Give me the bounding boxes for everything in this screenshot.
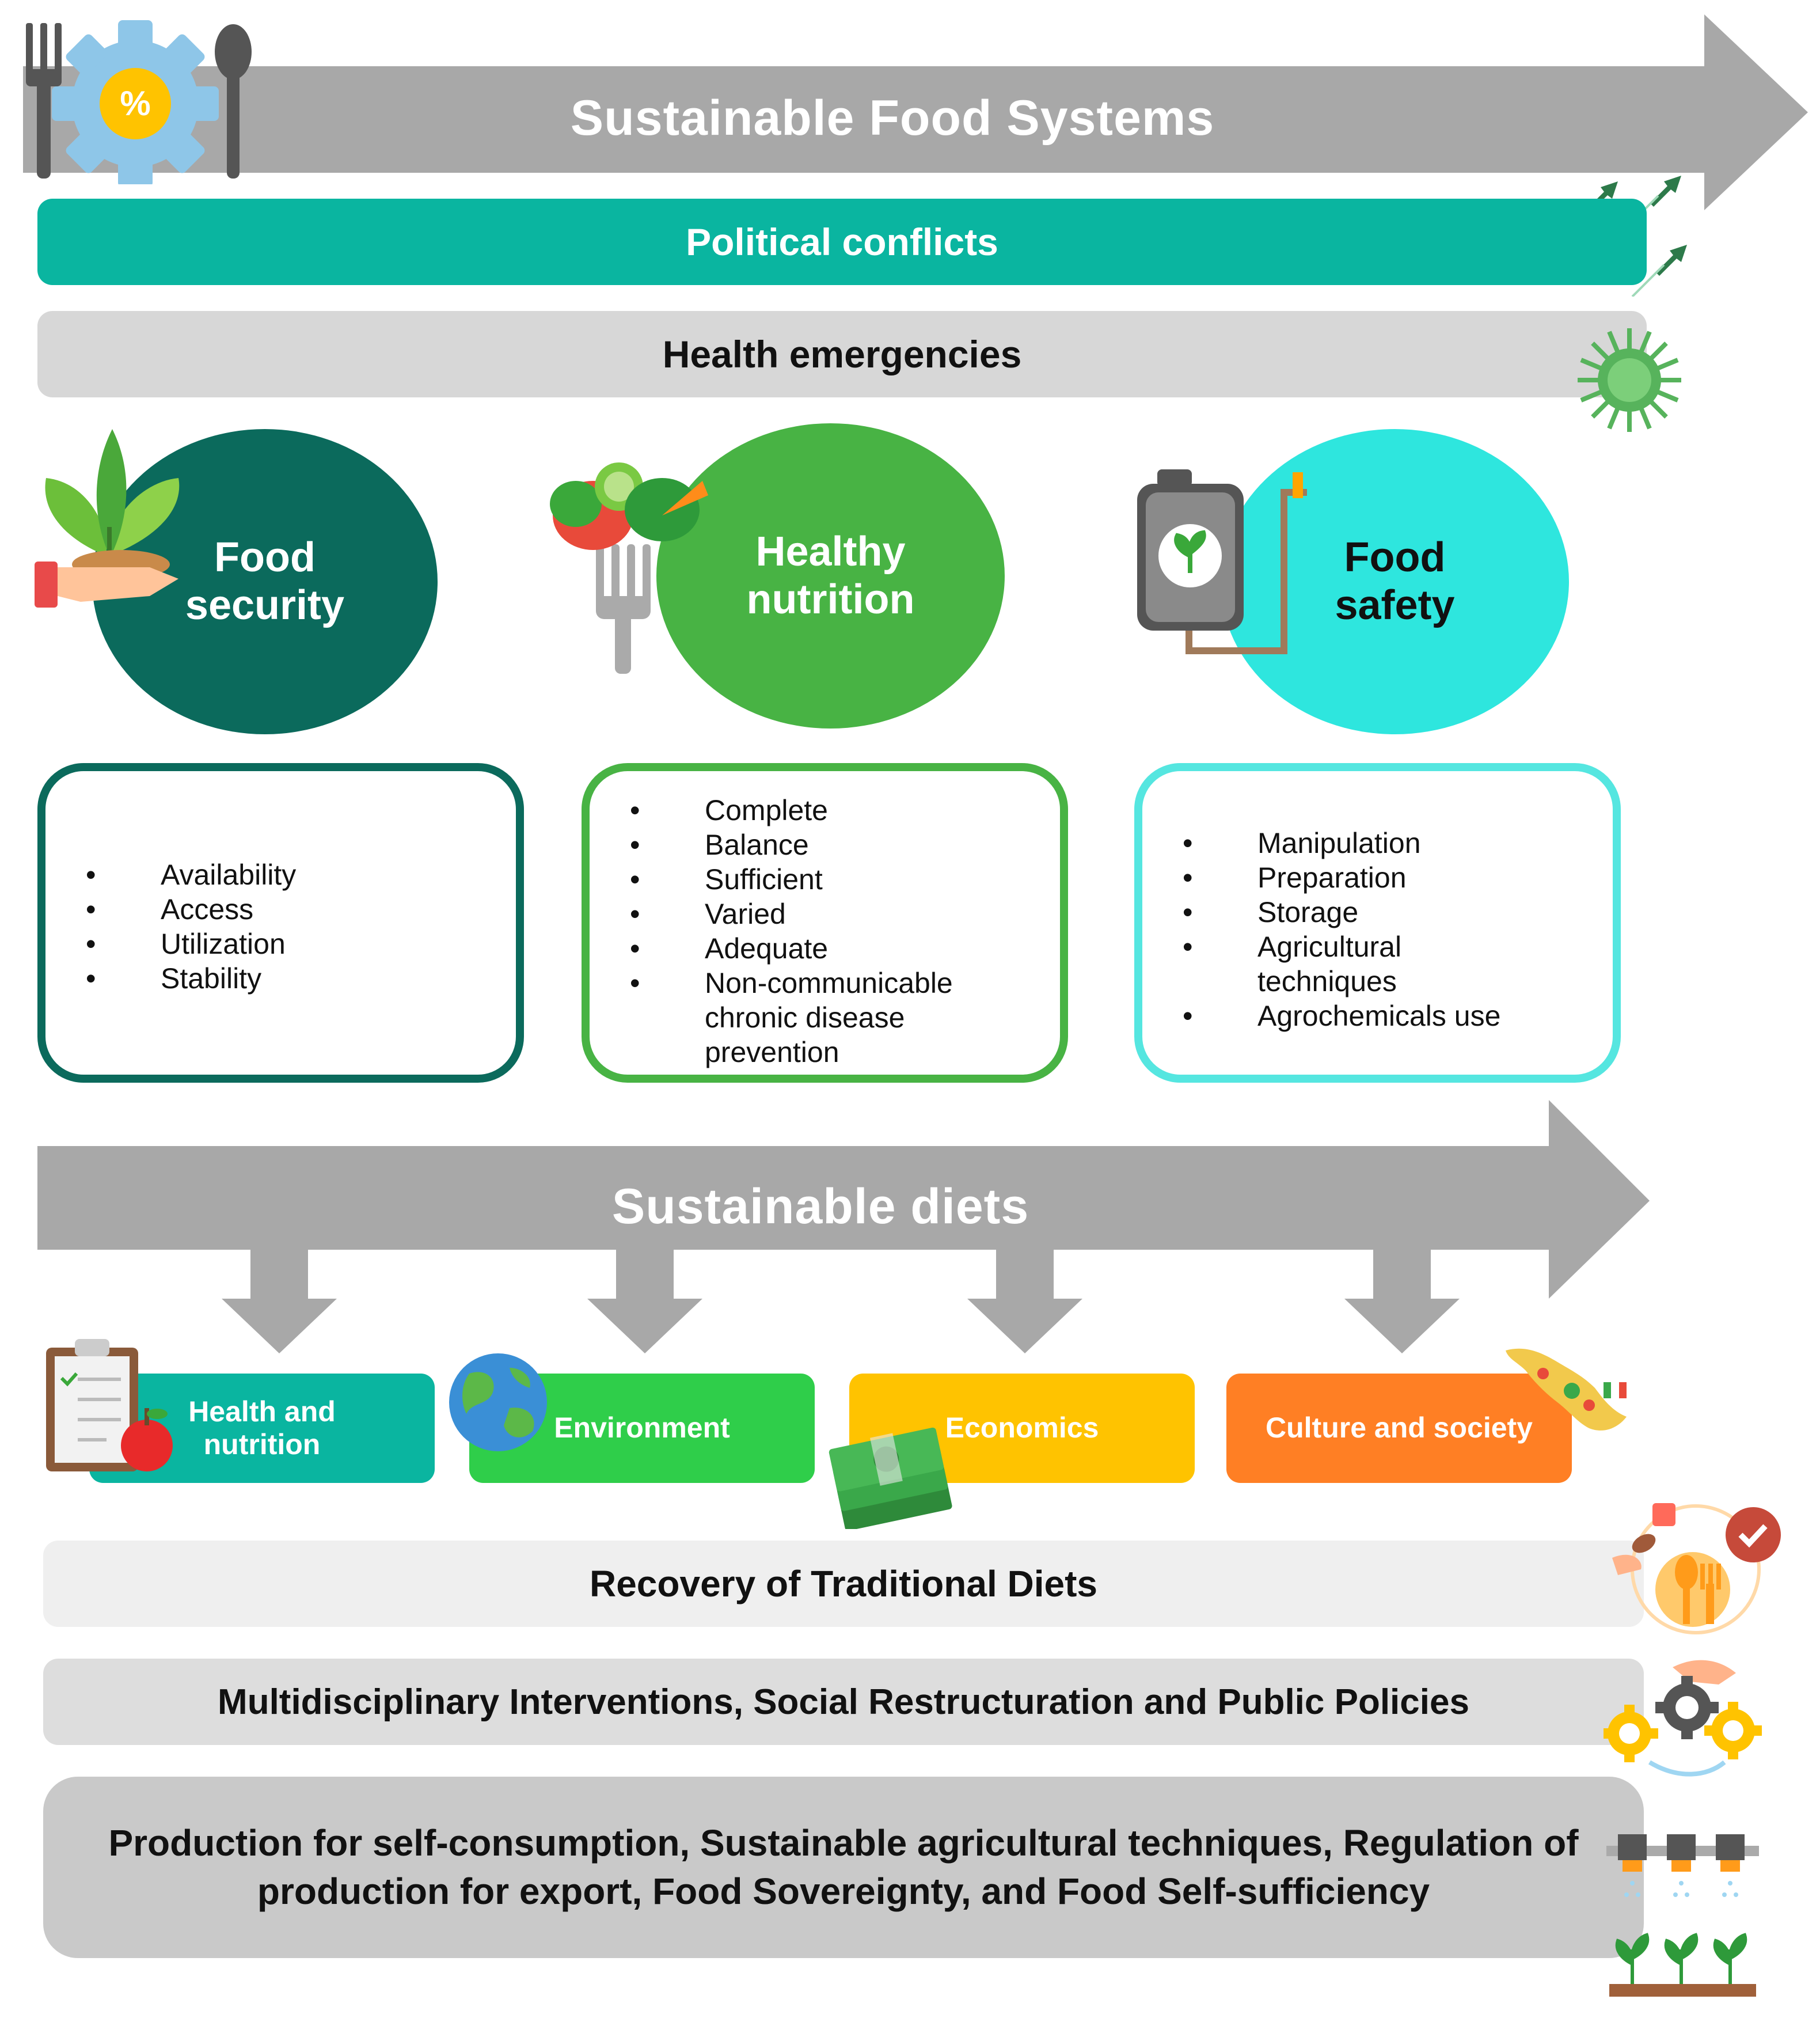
globe-icon — [449, 1353, 547, 1451]
fork-vegetables-icon — [550, 462, 708, 674]
list-item: Agricultural techniques — [1183, 930, 1488, 999]
list-item: Sufficient — [630, 862, 1044, 897]
healthy-nutrition-circle: Healthy nutrition — [656, 423, 1005, 729]
healthy-nutrition-title-line1: Healthy — [755, 529, 906, 575]
health-and-nutrition-line2: nutrition — [203, 1428, 321, 1460]
production-band: Production for self-consumption, Sustain… — [43, 1777, 1644, 1958]
svg-text:%: % — [120, 84, 150, 123]
clipboard-apple-icon — [46, 1339, 173, 1471]
plant-hand-icon — [35, 429, 180, 608]
health-and-nutrition-line1: Health and — [188, 1395, 336, 1428]
economics-label: Economics — [945, 1412, 1099, 1444]
feedback-cycle-icon — [1612, 1503, 1781, 1634]
food-security-box: Availability Access Utilization Stabilit… — [37, 763, 524, 1083]
list-item: Adequate — [630, 931, 1044, 966]
top-arrow — [23, 14, 1808, 210]
healthy-nutrition-box: Complete Balance Sufficient Varied Adequ… — [582, 763, 1068, 1083]
food-safety-box: Manipulation Preparation Storage Agricul… — [1134, 763, 1621, 1083]
fork-icon — [26, 23, 62, 179]
sustainable-diets-arrow — [37, 1100, 1650, 1353]
list-item: Manipulation — [1183, 826, 1597, 860]
production-line2: production for export, Food Sovereignty,… — [257, 1870, 1430, 1912]
list-item: Utilization — [86, 927, 489, 961]
healthy-nutrition-title-line2: nutrition — [746, 576, 915, 623]
production-line1: Production for self-consumption, Sustain… — [108, 1822, 1579, 1864]
list-item: Varied — [630, 897, 1044, 931]
gear-percent-icon: % — [26, 20, 252, 184]
list-item: Storage — [1183, 895, 1597, 930]
food-security-title-line2: security — [185, 582, 345, 628]
list-item: Balance — [630, 828, 1044, 862]
multidisciplinary-interventions-band: Multidisciplinary Interventions, Social … — [43, 1659, 1644, 1745]
list-item: Preparation — [1183, 860, 1597, 895]
irrigation-icon — [1606, 1834, 1759, 1997]
map-icon — [1506, 1348, 1627, 1431]
list-item: Complete — [630, 793, 1044, 828]
list-item: Non-communicable chronic disease prevent… — [630, 966, 975, 1069]
food-safety-circle: Food safety — [1221, 429, 1569, 734]
gears-hand-icon — [1604, 1660, 1762, 1777]
spoon-icon — [215, 24, 252, 179]
recovery-traditional-diets-band: Recovery of Traditional Diets — [43, 1541, 1644, 1627]
list-item: Access — [86, 892, 489, 927]
food-security-list: Availability Access Utilization Stabilit… — [86, 858, 489, 996]
list-item: Stability — [86, 961, 489, 996]
sustainable-diets-title: Sustainable diets — [611, 1178, 1029, 1234]
food-safety-title-line2: safety — [1335, 582, 1455, 628]
food-security-title-line1: Food — [214, 534, 316, 581]
virus-icon — [1578, 328, 1681, 432]
money-icon — [829, 1427, 952, 1529]
culture-and-society-label: Culture and society — [1266, 1412, 1533, 1444]
food-safety-title-line1: Food — [1344, 534, 1446, 581]
health-emergencies-band: Health emergencies — [37, 311, 1647, 397]
healthy-nutrition-list: Complete Balance Sufficient Varied Adequ… — [630, 793, 1044, 1069]
political-conflicts-band: Political conflicts — [37, 199, 1647, 285]
food-safety-list: Manipulation Preparation Storage Agricul… — [1183, 826, 1597, 1033]
list-item: Availability — [86, 858, 489, 892]
list-item: Agrochemicals use — [1183, 999, 1597, 1033]
sustainable-food-systems-title: Sustainable Food Systems — [570, 90, 1215, 146]
sprayer-icon — [1137, 469, 1307, 654]
environment-label: Environment — [554, 1412, 730, 1444]
culture-and-society-pill: Culture and society — [1226, 1374, 1572, 1483]
